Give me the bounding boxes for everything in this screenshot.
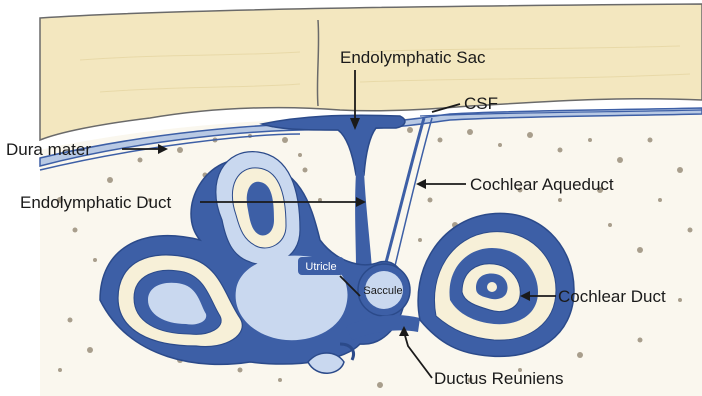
- label-csf: CSF: [464, 94, 498, 113]
- saccule-label: Saccule: [363, 285, 402, 297]
- label-cochlear-aqueduct: Cochlear Aqueduct: [470, 175, 614, 194]
- label-cochlear-duct: Cochlear Duct: [558, 287, 666, 306]
- cochlea-apex: [487, 282, 497, 292]
- label-endolymphatic-sac: Endolymphatic Sac: [340, 48, 486, 67]
- label-dura-mater: Dura mater: [6, 140, 91, 159]
- utricle-label: Utricle: [305, 261, 336, 273]
- label-ductus-reuniens: Ductus Reuniens: [434, 369, 563, 388]
- label-endolymphatic-duct: Endolymphatic Duct: [20, 193, 171, 212]
